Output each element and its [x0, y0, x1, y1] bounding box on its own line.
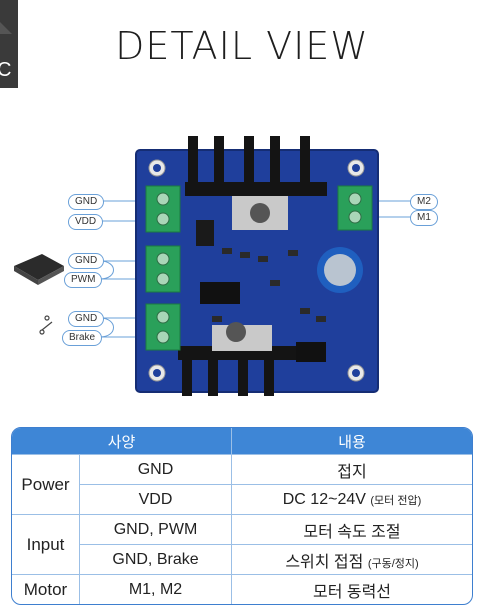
- spec-table: 사양 내용 Power GND 접지 VDD DC 12~24V (모터 전압)…: [11, 427, 473, 605]
- table-row: GND, Brake 스위치 접점 (구동/정지): [12, 544, 472, 574]
- spec-cell: M1, M2: [79, 574, 231, 604]
- table-row: VDD DC 12~24V (모터 전압): [12, 484, 472, 514]
- label-brake: Brake: [62, 330, 103, 346]
- table-header-row: 사양 내용: [12, 428, 472, 454]
- table-row: Input GND, PWM 모터 속도 조절: [12, 514, 472, 554]
- motor-driver-board-image: [14, 136, 412, 396]
- content-subtext: (모터 전압): [370, 494, 422, 507]
- corner-badge: C: [0, 0, 18, 88]
- label-m2: M2: [410, 194, 438, 210]
- label-gnd-brake: GND: [68, 311, 105, 327]
- header-content: 내용: [231, 428, 472, 454]
- content-cell: 접지: [231, 454, 472, 484]
- label-gnd-input: GND: [68, 253, 105, 269]
- switch-icon: [39, 315, 53, 335]
- group-input: Input: [12, 514, 79, 574]
- corner-glyph: C: [0, 59, 12, 81]
- content-text: 스위치 접점: [285, 553, 364, 571]
- group-power: Power: [12, 454, 79, 514]
- corner-notch: [0, 22, 12, 34]
- microcontroller-chip-icon: [14, 254, 64, 285]
- spec-cell: GND: [79, 454, 231, 484]
- content-text: DC 12~24V: [282, 490, 366, 508]
- label-gnd-power: GND: [68, 194, 105, 210]
- content-subtext: (구동/정지): [367, 557, 419, 570]
- content-cell: 모터 동력선: [231, 574, 472, 604]
- header-spec: 사양: [12, 428, 231, 454]
- table-row: Power GND 접지: [12, 454, 472, 494]
- label-vdd: VDD: [68, 214, 104, 230]
- spec-cell: GND, Brake: [79, 544, 231, 574]
- content-cell: 스위치 접점 (구동/정지): [231, 544, 472, 574]
- table-row: Motor M1, M2 모터 동력선: [12, 574, 472, 604]
- spec-cell: GND, PWM: [79, 514, 231, 544]
- group-motor: Motor: [12, 574, 79, 604]
- board-illustration: GND VDD GND PWM GND Brake M2 M1: [0, 120, 484, 410]
- label-pwm: PWM: [64, 272, 103, 288]
- label-m1: M1: [410, 210, 438, 226]
- spec-cell: VDD: [79, 484, 231, 514]
- page-title: DETAIL VIEW: [115, 24, 369, 68]
- content-cell: DC 12~24V (모터 전압): [231, 484, 472, 514]
- content-cell: 모터 속도 조절: [231, 514, 472, 544]
